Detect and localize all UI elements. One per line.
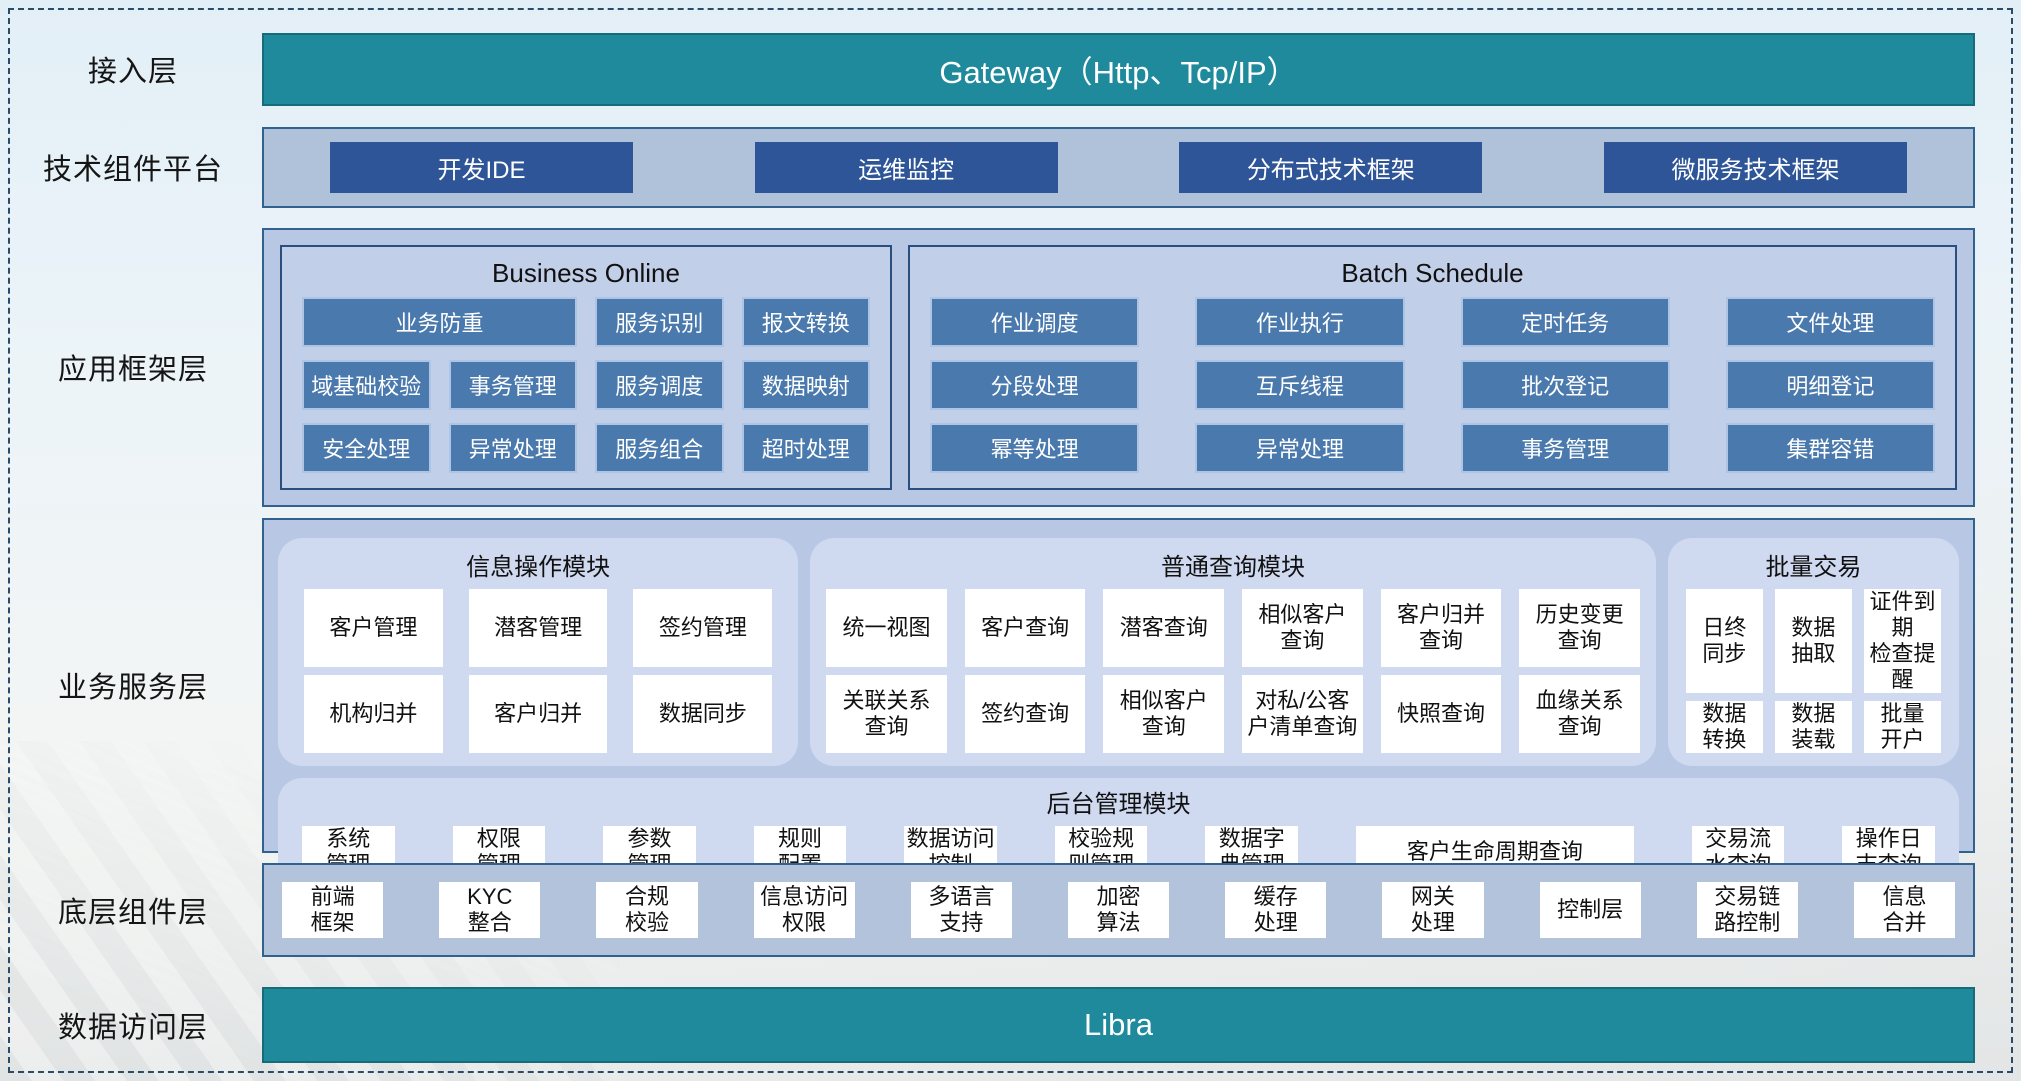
service-button: 签约查询 (964, 674, 1086, 753)
framework-button: 文件处理 (1725, 297, 1935, 347)
service-button: 数据 抽取 (1774, 589, 1852, 693)
service-button: 潜客查询 (1103, 589, 1225, 667)
framework-button: 服务识别 (595, 297, 724, 347)
layer-label-access: 接入层 (87, 56, 178, 88)
gateway-bar: Gateway（Http、Tcp/IP） (262, 33, 1975, 106)
tech-button-ops-monitor: 运维监控 (754, 142, 1058, 193)
business-online-panel: Business Online 业务防重 服务识别 报文转换 域基础校验 事务管… (280, 245, 892, 490)
framework-button: 互斥线程 (1195, 360, 1405, 410)
query-module-grid: 统一视图 客户查询 潜客查询 相似客户 查询 客户归并 查询 历史变更 查询 关… (826, 589, 1640, 753)
service-button: 数据 转换 (1685, 700, 1763, 753)
service-button: 潜客管理 (468, 589, 608, 667)
batch-schedule-panel: Batch Schedule 作业调度 作业执行 定时任务 文件处理 分段处理 … (908, 245, 1957, 490)
service-button: 相似客户 查询 (1242, 589, 1363, 667)
layer-label-business-service: 业务服务层 (57, 672, 208, 704)
admin-module-title: 后台管理模块 (1046, 790, 1191, 818)
framework-button: 服务组合 (595, 423, 724, 473)
framework-button: 分段处理 (930, 360, 1140, 410)
batch-schedule-grid: 作业调度 作业执行 定时任务 文件处理 分段处理 互斥线程 批次登记 明细登记 … (930, 297, 1935, 473)
component-button: 信息访问 权限 (753, 882, 855, 938)
service-button: 相似客户 查询 (1103, 674, 1225, 753)
framework-button: 报文转换 (741, 297, 870, 347)
service-button: 对私/公客 户清单查询 (1242, 674, 1363, 753)
service-button: 客户归并 (468, 674, 608, 753)
service-button: 客户查询 (964, 589, 1086, 667)
framework-button: 批次登记 (1460, 360, 1670, 410)
batch-module-grid: 日终 同步 数据 抽取 证件到期 检查提醒 数据 转换 数据 装载 批量 开户 (1684, 589, 1943, 753)
common-query-module: 普通查询模块 统一视图 客户查询 潜客查询 相似客户 查询 客户归并 查询 历史… (810, 538, 1656, 766)
component-button: 加密 算法 (1067, 882, 1170, 938)
framework-button: 安全处理 (302, 423, 431, 473)
component-button: 多语言 支持 (910, 882, 1012, 938)
service-button: 机构归并 (304, 674, 443, 753)
component-button: 合规 校验 (596, 882, 698, 938)
framework-button: 定时任务 (1460, 297, 1670, 347)
service-modules-row: 信息操作模块 客户管理 潜客管理 签约管理 机构归并 客户归并 数据同步 普通查… (278, 538, 1959, 766)
query-module-title: 普通查询模块 (1161, 554, 1306, 581)
service-button: 签约管理 (633, 589, 773, 667)
service-button: 证件到期 检查提醒 (1863, 589, 1941, 693)
service-button: 数据 装载 (1774, 700, 1852, 753)
framework-button: 作业调度 (930, 297, 1140, 347)
tech-platform-section: 开发IDE 运维监控 分布式技术框架 微服务技术框架 (262, 127, 1975, 208)
libra-bar-text: Libra (1084, 1007, 1153, 1042)
framework-button: 明细登记 (1725, 360, 1935, 410)
layer-label-app-framework: 应用框架层 (57, 354, 208, 386)
business-online-title: Business Online (492, 258, 680, 288)
info-operation-module: 信息操作模块 客户管理 潜客管理 签约管理 机构归并 客户归并 数据同步 (278, 538, 799, 766)
layer-label-data-access: 数据访问层 (57, 1012, 208, 1044)
tech-button-dev-ide: 开发IDE (330, 142, 633, 193)
service-button: 快照查询 (1380, 674, 1502, 753)
info-module-grid: 客户管理 潜客管理 签约管理 机构归并 客户归并 数据同步 (294, 589, 782, 753)
framework-button: 幂等处理 (930, 423, 1140, 473)
component-button: KYC 整合 (439, 882, 541, 938)
service-button: 数据同步 (633, 674, 773, 753)
component-button: 网关 处理 (1382, 882, 1484, 938)
framework-button: 作业执行 (1195, 297, 1405, 347)
info-module-title: 信息操作模块 (466, 554, 611, 581)
base-components-section: 前端 框架 KYC 整合 合规 校验 信息访问 权限 多语言 支持 加密 算法 … (262, 863, 1975, 957)
framework-button: 服务调度 (595, 360, 724, 410)
business-service-section: 信息操作模块 客户管理 潜客管理 签约管理 机构归并 客户归并 数据同步 普通查… (262, 518, 1975, 889)
tech-button-microservice-fw: 微服务技术框架 (1603, 142, 1907, 193)
service-button: 历史变更 查询 (1519, 589, 1640, 667)
gateway-bar-text: Gateway（Http、Tcp/IP） (939, 55, 1298, 90)
batch-module-title: 批量交易 (1765, 554, 1862, 581)
batch-schedule-title: Batch Schedule (1341, 258, 1524, 288)
component-button: 控制层 (1539, 882, 1641, 938)
framework-button: 数据映射 (741, 360, 870, 410)
component-button: 交易链 路控制 (1696, 882, 1798, 938)
service-button: 统一视图 (826, 589, 947, 667)
service-button: 批量 开户 (1863, 700, 1941, 753)
component-button: 缓存 处理 (1225, 882, 1327, 938)
framework-button: 异常处理 (448, 423, 577, 473)
component-button: 前端 框架 (282, 882, 384, 938)
framework-button: 域基础校验 (302, 360, 431, 410)
framework-button: 业务防重 (302, 297, 577, 347)
business-online-grid: 业务防重 服务识别 报文转换 域基础校验 事务管理 服务调度 数据映射 安全处理… (302, 297, 870, 473)
service-button: 血缘关系 查询 (1519, 674, 1640, 753)
service-button: 客户归并 查询 (1380, 589, 1502, 667)
service-button: 关联关系 查询 (826, 674, 947, 753)
component-button: 信息 合并 (1853, 882, 1956, 938)
app-framework-section: Business Online 业务防重 服务识别 报文转换 域基础校验 事务管… (262, 228, 1975, 507)
layer-label-tech-platform: 技术组件平台 (42, 154, 223, 186)
batch-transaction-module: 批量交易 日终 同步 数据 抽取 证件到期 检查提醒 数据 转换 数据 装载 批… (1667, 538, 1959, 766)
framework-button: 事务管理 (1460, 423, 1670, 473)
framework-button: 事务管理 (448, 360, 577, 410)
framework-button: 超时处理 (741, 423, 870, 473)
libra-bar: Libra (262, 987, 1975, 1063)
framework-button: 异常处理 (1195, 423, 1405, 473)
tech-button-distributed-fw: 分布式技术框架 (1179, 142, 1483, 193)
service-button: 客户管理 (304, 589, 443, 667)
framework-button: 集群容错 (1725, 423, 1935, 473)
layer-label-base-components: 底层组件层 (57, 897, 208, 929)
service-button: 日终 同步 (1685, 589, 1763, 693)
